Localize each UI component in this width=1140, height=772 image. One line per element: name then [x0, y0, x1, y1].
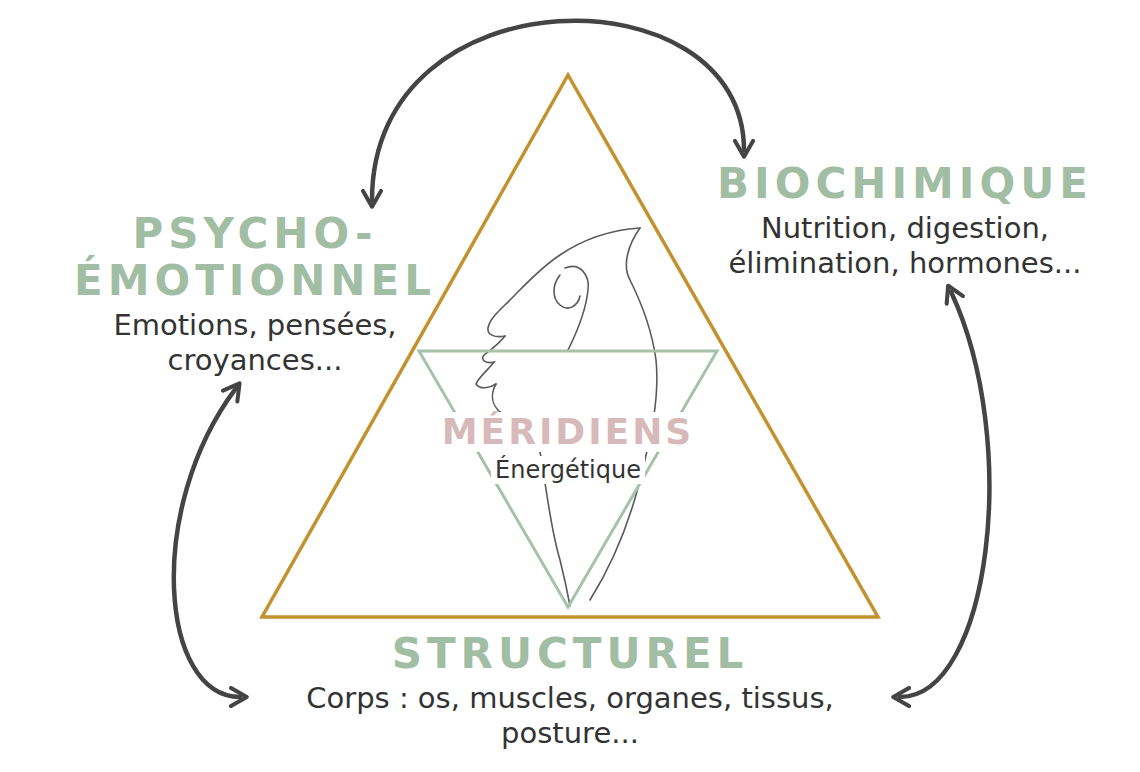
domain-heading: STRUCTUREL [250, 630, 890, 677]
domain-description: Emotions, pensées, croyances... [60, 308, 450, 379]
domain-group: STRUCTURELCorps : os, muscles, organes, … [250, 630, 890, 752]
domain-description: Corps : os, muscles, organes, tissus, po… [250, 681, 890, 752]
domain-group: PSYCHO- ÉMOTIONNELEmotions, pensées, cro… [60, 210, 450, 379]
double-arrow [174, 389, 240, 697]
domain-group: BIOCHIMIQUENutrition, digestion, élimina… [675, 160, 1135, 282]
domain-heading: PSYCHO- ÉMOTIONNEL [60, 210, 450, 304]
inner-triangle [419, 351, 717, 607]
domain-heading: MÉRIDIENS [438, 412, 698, 452]
outer-triangle [262, 75, 878, 617]
double-arrow [900, 292, 989, 697]
meridian-triangle: MÉRIDIENS Énergétique [418, 350, 718, 608]
domain-description: Nutrition, digestion, élimination, hormo… [675, 211, 1135, 282]
domain-heading: BIOCHIMIQUE [675, 160, 1135, 207]
double-arrow [372, 21, 744, 200]
domain-description: Énergétique [491, 456, 645, 484]
